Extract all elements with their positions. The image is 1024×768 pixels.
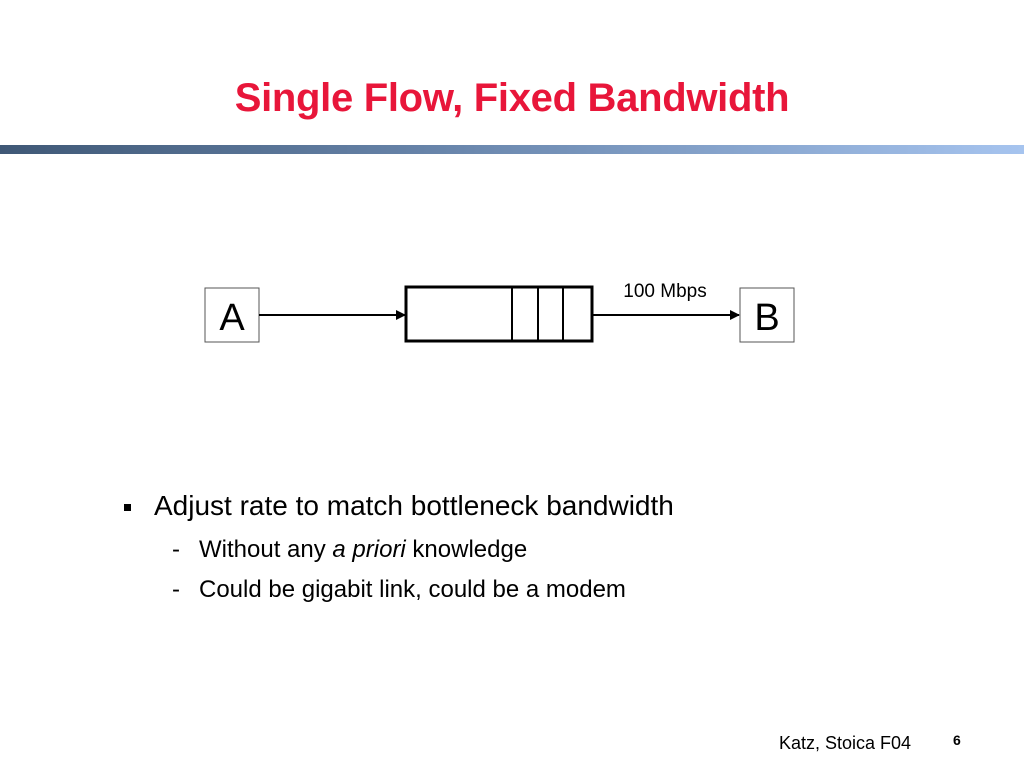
node-b-label: B [754, 297, 779, 339]
slide-title: Single Flow, Fixed Bandwidth [234, 76, 790, 120]
title-divider-bar [0, 145, 1024, 154]
sub-bullet-dash: - [172, 536, 180, 563]
page-number: 6 [953, 732, 961, 748]
bullet-item: Adjust rate to match bottleneck bandwidt… [154, 490, 674, 521]
sub-bullet-dash: - [172, 576, 180, 603]
sub-bullet-text: Without any [199, 536, 333, 563]
sub-bullet-item: Without any a priori knowledge [199, 535, 527, 565]
node-a-box [204, 287, 260, 343]
bullet-square-icon [124, 504, 131, 511]
footer-authors: Katz, Stoica F04 [779, 733, 912, 753]
node-a-label: A [219, 297, 245, 339]
queue-box [404, 285, 594, 343]
sub-bullet-item: Could be gigabit link, could be a modem [199, 576, 626, 603]
sub-bullet-italic-text: a priori [332, 536, 406, 563]
sub-bullet-text: knowledge [405, 536, 528, 563]
node-b-box [739, 287, 795, 343]
link-bandwidth-label: 100 Mbps [623, 281, 706, 302]
